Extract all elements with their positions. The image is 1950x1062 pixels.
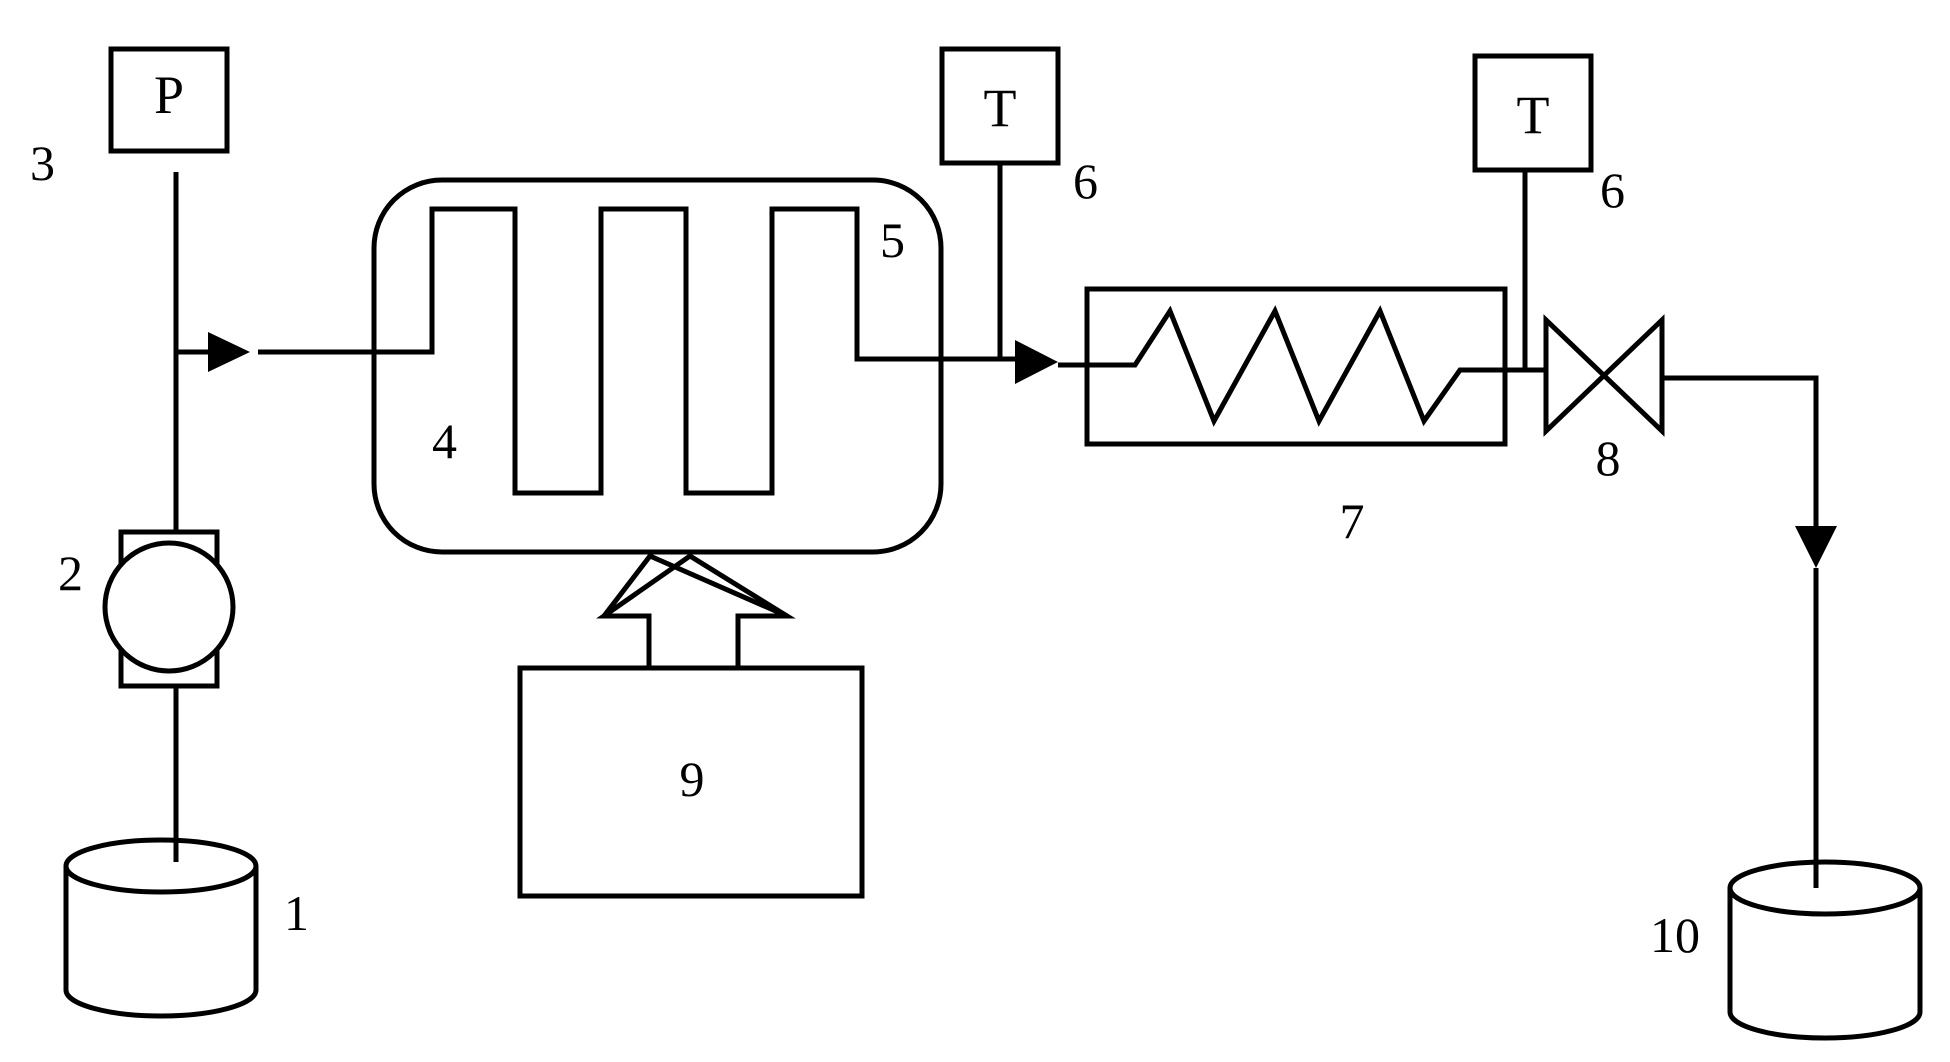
heater-block xyxy=(517,553,865,899)
pump-label: 2 xyxy=(58,545,83,601)
valve xyxy=(1543,314,1665,437)
feed-tank xyxy=(63,837,259,1019)
preheater-label: 4 xyxy=(432,413,457,469)
product-line xyxy=(1662,375,1819,526)
valve-label: 8 xyxy=(1596,430,1621,486)
thermocouple-2-label: 6 xyxy=(1600,162,1625,218)
feed-tank-label: 1 xyxy=(284,885,309,941)
thermocouple-2-box xyxy=(1472,53,1594,173)
flow-arrow-2 xyxy=(1015,340,1058,384)
heater-arrow xyxy=(598,552,789,671)
thermocouple-2-symbol: T xyxy=(1517,85,1550,145)
product-tank xyxy=(1727,859,1923,1041)
flow-arrow-1 xyxy=(208,332,250,372)
cooler-label: 7 xyxy=(1340,493,1365,549)
thermocouple-1-label: 6 xyxy=(1073,153,1098,209)
preheater-vessel xyxy=(371,177,944,555)
pump xyxy=(102,529,236,689)
heater-label: 9 xyxy=(680,751,705,807)
thermocouple-1-symbol: T xyxy=(984,78,1017,138)
pressure-gauge-box xyxy=(108,46,230,154)
reactor-coil xyxy=(374,206,941,496)
pressure-gauge-symbol: P xyxy=(154,65,184,125)
reactor-coil-label: 5 xyxy=(880,212,905,268)
flow-arrow-3 xyxy=(1795,526,1837,568)
cooler-coil xyxy=(1087,305,1522,427)
product-tank-label: 10 xyxy=(1650,907,1700,963)
pressure-gauge-label: 3 xyxy=(30,135,55,191)
